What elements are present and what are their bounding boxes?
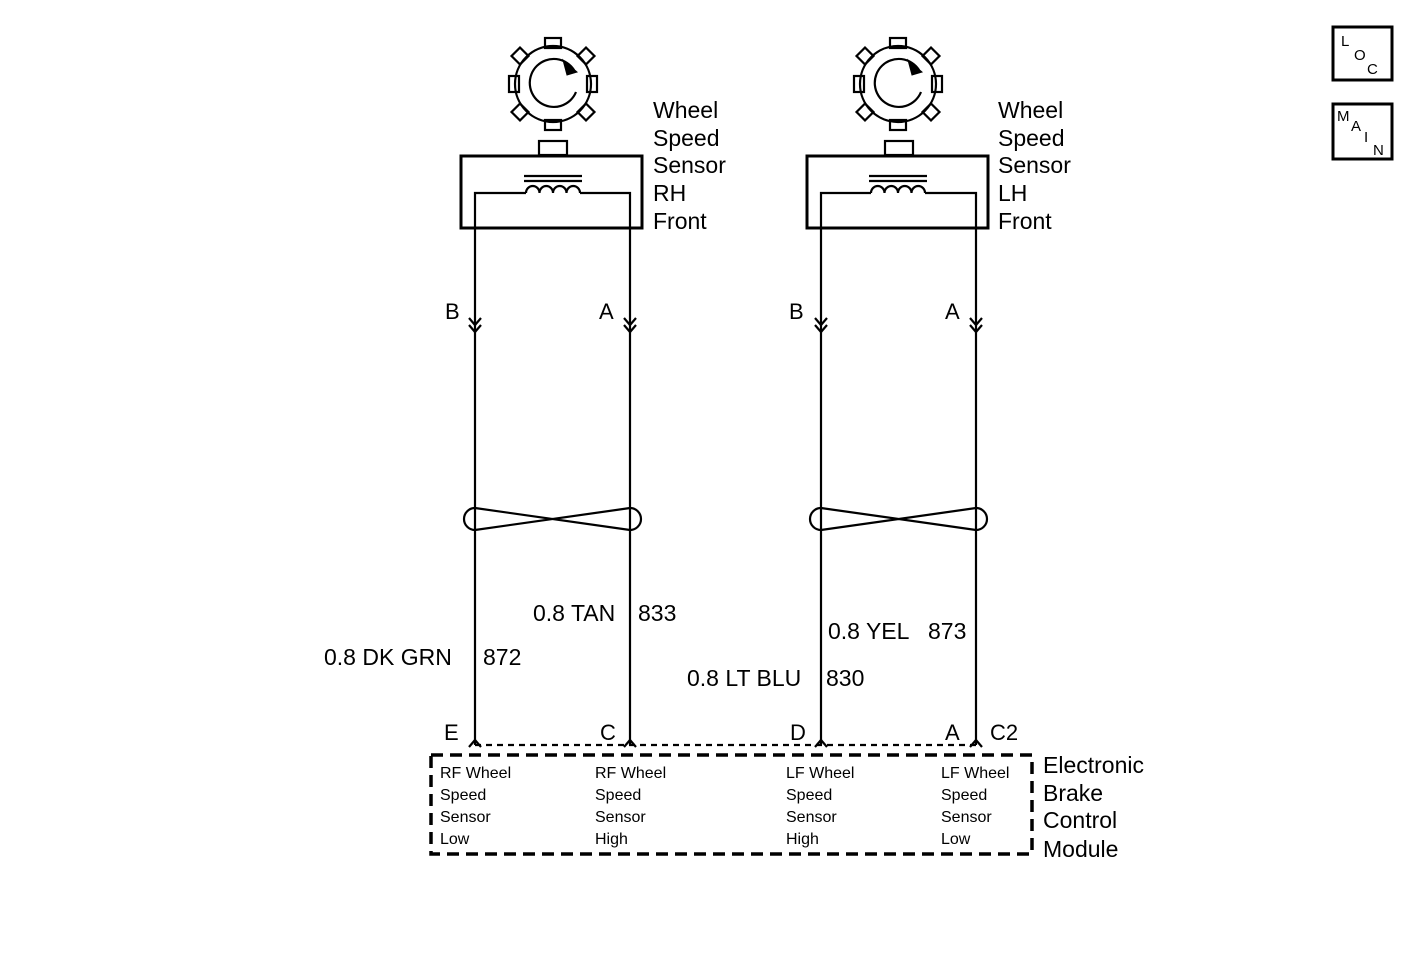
loc-letter-o: O [1354, 47, 1366, 64]
rh-sensor-label-4: RH [653, 180, 686, 206]
main-letter-m: M [1337, 108, 1350, 125]
ebcm-name-2: Brake [1043, 780, 1103, 806]
rh-sensor-connector: B A [445, 299, 637, 334]
wire-833-circuit: 833 [638, 600, 676, 626]
input-label: RF Wheel [595, 765, 666, 782]
lh-sensor-label-5: Front [998, 208, 1052, 234]
wire-873-circuit: 873 [928, 618, 966, 644]
rh-sensor: Wheel Speed Sensor RH Front [459, 36, 726, 234]
input-label: High [595, 831, 628, 848]
input-label: LF Wheel [941, 765, 1009, 782]
loc-letter-c: C [1367, 61, 1378, 78]
rh-pin-a: A [599, 299, 614, 324]
ebcm-name-4: Module [1043, 836, 1118, 862]
wire-830-circuit: 830 [826, 665, 864, 691]
wire-872: 0.8 DK GRN 872 [324, 228, 521, 745]
loc-button[interactable]: L O C [1331, 25, 1394, 82]
ebcm-input-rf-high: RF Wheel Speed Sensor High [595, 765, 666, 848]
ebcm-input-rf-low: RF Wheel Speed Sensor Low [440, 765, 511, 848]
wire-873: 0.8 YEL 873 [828, 228, 978, 745]
input-label: Speed [786, 787, 832, 804]
rh-tone-wheel-icon [507, 36, 599, 132]
rh-sensor-label-5: Front [653, 208, 707, 234]
lh-sensor-label-3: Sensor [998, 152, 1071, 178]
input-label: Sensor [595, 809, 646, 826]
wire-833: 0.8 TAN 833 [533, 228, 676, 745]
lh-sensor-label-2: Speed [998, 125, 1065, 151]
wire-872-gauge: 0.8 DK GRN [324, 644, 452, 670]
lh-sensor-connector: B A [789, 299, 983, 334]
ebcm-pin-c: C [600, 720, 616, 745]
rh-sensor-label-1: Wheel [653, 97, 718, 123]
input-label: Sensor [786, 809, 837, 826]
main-letter-i: I [1364, 129, 1368, 146]
ebcm-pin-a: A [945, 720, 960, 745]
ebcm-input-lf-high: LF Wheel Speed Sensor High [786, 765, 854, 848]
input-label: Speed [595, 787, 641, 804]
input-label: Sensor [941, 809, 992, 826]
wire-830-gauge: 0.8 LT BLU [687, 665, 801, 691]
ebcm-module: E C D A C2 Electronic Brake Control Modu… [429, 720, 1144, 862]
input-label: High [786, 831, 819, 848]
wire-873-gauge: 0.8 YEL [828, 618, 910, 644]
ebcm-name-3: Control [1043, 807, 1117, 833]
lh-pin-a: A [945, 299, 960, 324]
input-label: LF Wheel [786, 765, 854, 782]
input-label: Speed [440, 787, 486, 804]
lh-sensor-label-4: LH [998, 180, 1027, 206]
main-letter-a: A [1351, 118, 1361, 135]
input-label: Low [941, 831, 971, 848]
input-label: Speed [941, 787, 987, 804]
loc-letter-l: L [1341, 33, 1349, 50]
ebcm-pin-e: E [444, 720, 459, 745]
main-button[interactable]: M A I N [1331, 102, 1394, 161]
rh-sensor-label-3: Sensor [653, 152, 726, 178]
rh-pin-b: B [445, 299, 460, 324]
lh-tone-wheel-icon [852, 36, 944, 132]
input-label: RF Wheel [440, 765, 511, 782]
ebcm-pin-d: D [790, 720, 806, 745]
ebcm-input-lf-low: LF Wheel Speed Sensor Low [941, 765, 1009, 848]
wire-833-gauge: 0.8 TAN [533, 600, 615, 626]
wire-872-circuit: 872 [483, 644, 521, 670]
lh-sensor-label-1: Wheel [998, 97, 1063, 123]
ebcm-connector-c2: C2 [990, 720, 1018, 745]
lh-sensor: Wheel Speed Sensor LH Front [805, 36, 1071, 234]
ebcm-name-1: Electronic [1043, 752, 1144, 778]
lh-twisted-pair-icon [808, 506, 989, 532]
rh-twisted-pair-icon [462, 506, 643, 532]
main-letter-n: N [1373, 142, 1384, 159]
rh-sensor-label-2: Speed [653, 125, 720, 151]
input-label: Sensor [440, 809, 491, 826]
input-label: Low [440, 831, 470, 848]
lh-pin-b: B [789, 299, 804, 324]
wire-830: 0.8 LT BLU 830 [687, 228, 864, 745]
